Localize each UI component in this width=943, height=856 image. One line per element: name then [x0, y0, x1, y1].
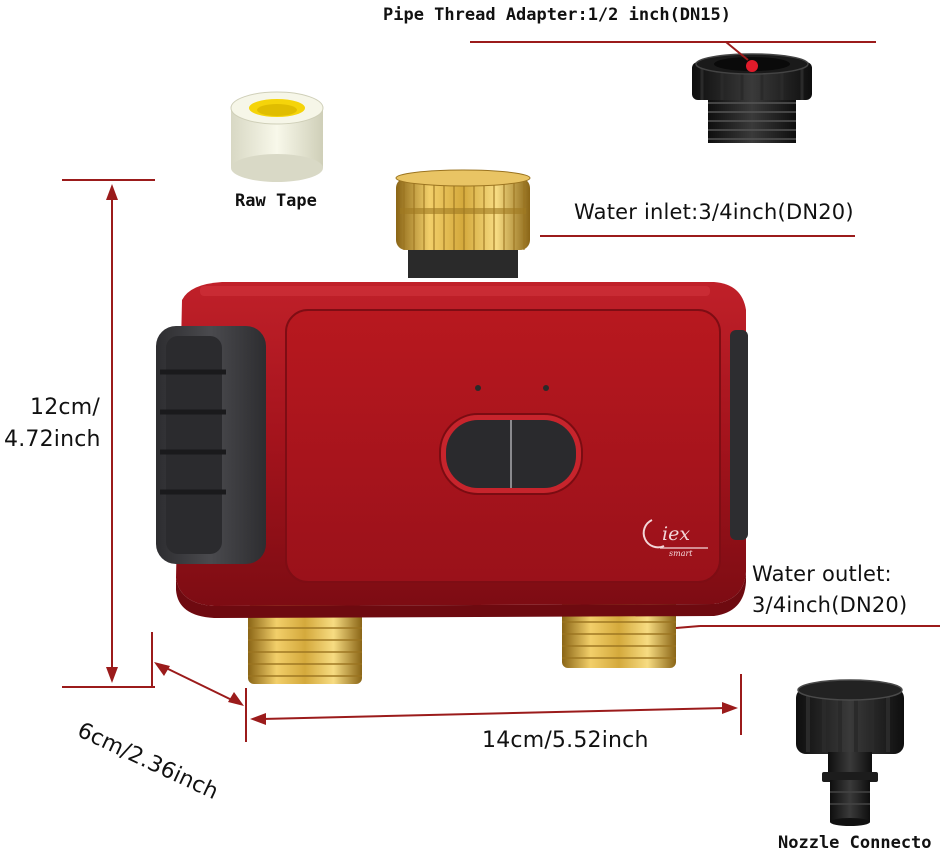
nozzle-connector-icon: [796, 679, 904, 826]
water-timer-device-icon: [156, 169, 748, 684]
led-indicator-right: [543, 385, 549, 391]
right-grip: [730, 330, 748, 540]
brand-logo: [642, 519, 708, 549]
pipe-adapter-icon: [692, 53, 812, 143]
water-inlet-label: Water inlet:3/4inch(DN20): [574, 200, 854, 224]
pipe-adapter-label: Pipe Thread Adapter:1/2 inch(DN15): [383, 5, 731, 25]
dimension-lines: [62, 41, 940, 742]
raw-tape-label: Raw Tape: [235, 191, 317, 211]
control-buttons: [439, 413, 583, 495]
brand-logo-text: iex: [662, 523, 690, 545]
inlet-brass-nut: [395, 169, 531, 278]
raw-tape-roll-icon: [230, 91, 324, 182]
left-grip: [156, 326, 266, 564]
water-outlet-size-label: 3/4inch(DN20): [752, 593, 908, 617]
height-dimension-inch-label: 4.72inch: [4, 427, 101, 452]
led-indicator-left: [475, 385, 481, 391]
brand-logo-subtext: smart: [669, 549, 693, 558]
width-dimension-label: 14cm/5.52inch: [482, 728, 649, 753]
nozzle-connector-label: Nozzle Connecto: [778, 833, 932, 853]
water-outlet-label: Water outlet:: [752, 562, 892, 586]
height-dimension-label: 12cm/: [30, 395, 100, 420]
